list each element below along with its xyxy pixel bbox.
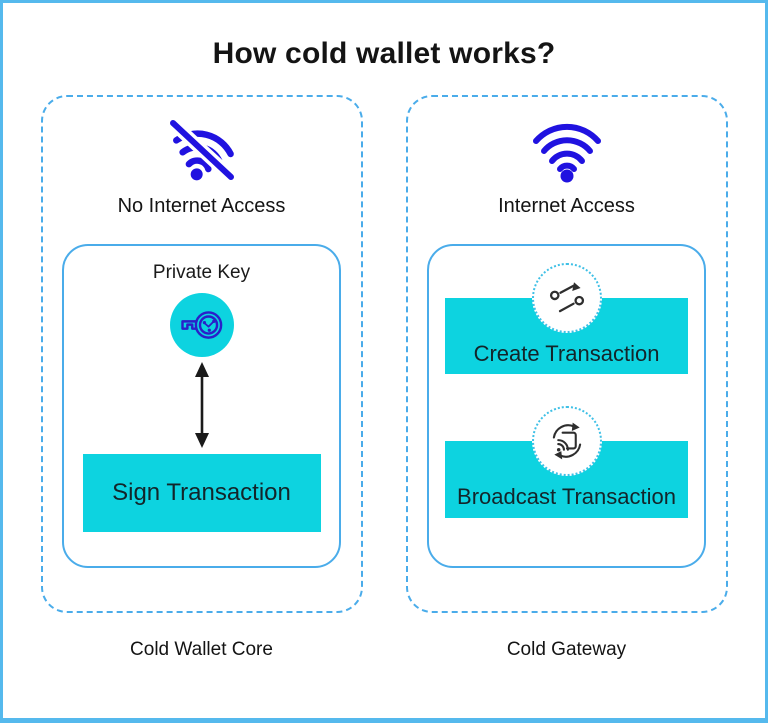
- key-icon: [180, 311, 222, 339]
- wifi-off-icon: [169, 120, 234, 181]
- cold-wallet-core-panel: No Internet Access Private Key: [40, 95, 363, 613]
- internet-access-label: Internet Access: [498, 195, 635, 217]
- broadcast-icon: [552, 422, 581, 460]
- page-title: How cold wallet works?: [212, 37, 556, 70]
- cold-gateway-panel: Internet Access Cr: [405, 95, 728, 613]
- private-key-badge: [169, 293, 234, 357]
- cold-gateway-caption: Cold Gateway: [506, 639, 627, 660]
- broadcast-transaction-badge: [531, 406, 602, 476]
- panels-row: No Internet Access Private Key: [3, 95, 765, 661]
- transaction-icon: [549, 282, 584, 313]
- private-key-label: Private Key: [152, 262, 251, 283]
- no-internet-label: No Internet Access: [117, 195, 286, 217]
- sign-transaction-box: Sign Transaction: [82, 454, 321, 532]
- cold-wallet-inner-box: Private Key: [62, 244, 341, 568]
- cold-wallet-core-caption: Cold Wallet Core: [130, 639, 273, 660]
- cold-gateway-section: Internet Access Cr: [405, 95, 728, 661]
- create-transaction-badge: [531, 263, 602, 333]
- wifi-icon: [532, 123, 601, 183]
- cold-wallet-core-section: No Internet Access Private Key: [40, 95, 363, 661]
- cold-gateway-inner-box: Create Transaction: [427, 244, 706, 568]
- double-arrow-icon: [194, 362, 209, 448]
